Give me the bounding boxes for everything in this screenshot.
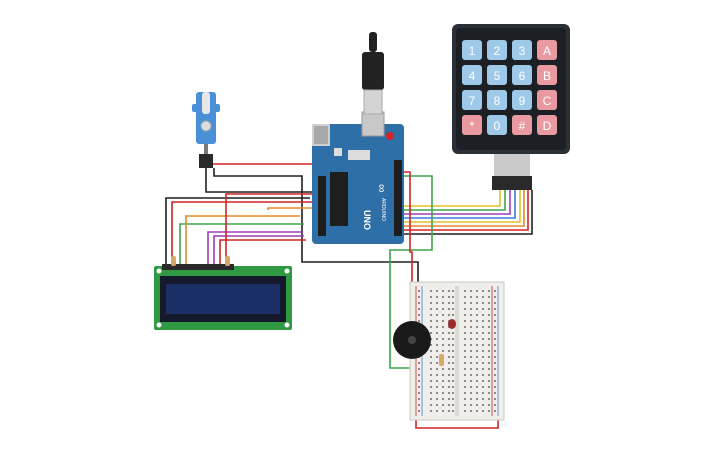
wire-lcd-d5 xyxy=(213,235,304,268)
usb-cable-icon xyxy=(362,32,384,115)
key-4-button[interactable] xyxy=(462,65,482,85)
key-B-button[interactable] xyxy=(537,65,557,85)
wire-keypad-8 xyxy=(400,190,533,235)
key-label: C xyxy=(543,94,552,108)
key-3-button[interactable] xyxy=(512,40,532,60)
key-C-button[interactable] xyxy=(537,90,557,110)
lcd-header-pins xyxy=(162,264,234,270)
arduino-model: UNO xyxy=(362,210,372,230)
key-#-button[interactable] xyxy=(512,115,532,135)
key-D-button[interactable] xyxy=(537,115,557,135)
wire-keypad-5 xyxy=(400,190,521,223)
key-label: 1 xyxy=(469,44,476,58)
wires xyxy=(165,163,533,429)
key-5-button[interactable] xyxy=(487,65,507,85)
wire-lcd-gnd xyxy=(165,197,310,268)
wire-breadboard-green xyxy=(389,175,433,369)
wire-keypad-4 xyxy=(400,190,516,219)
wire-lcd-vcc xyxy=(171,201,312,268)
wire-keypad-1 xyxy=(400,190,501,207)
key-label: 2 xyxy=(494,44,501,58)
key-label: 8 xyxy=(494,94,501,108)
key-label: D xyxy=(543,119,552,133)
key-label: 3 xyxy=(519,44,526,58)
key-label: * xyxy=(470,119,475,133)
lcd-16x2[interactable] xyxy=(154,264,292,330)
arduino-logo: ∞ xyxy=(375,184,389,193)
lcd-screen xyxy=(166,284,280,314)
wire-keypad-7 xyxy=(400,190,529,231)
breadboard-holes xyxy=(418,290,496,412)
wire-keypad-6 xyxy=(400,190,525,227)
lcd-resistor-icon xyxy=(171,256,230,266)
key-label: B xyxy=(543,69,551,83)
key-label: A xyxy=(543,44,551,58)
wire-servo-gnd xyxy=(213,168,419,282)
led-icon[interactable] xyxy=(448,319,456,329)
key-label: # xyxy=(519,119,526,133)
wire-breadboard-red xyxy=(396,171,413,282)
key-9-button[interactable] xyxy=(512,90,532,110)
key-*-button[interactable] xyxy=(462,115,482,135)
key-8-button[interactable] xyxy=(487,90,507,110)
key-label: 5 xyxy=(494,69,501,83)
wire-keypad-2 xyxy=(400,190,506,211)
key-6-button[interactable] xyxy=(512,65,532,85)
wire-lcd-e xyxy=(185,215,300,268)
key-label: 9 xyxy=(519,94,526,108)
wire-lcd-d6 xyxy=(219,239,306,268)
key-2-button[interactable] xyxy=(487,40,507,60)
wire-lcd-rs xyxy=(179,223,304,268)
key-A-button[interactable] xyxy=(537,40,557,60)
key-label: 6 xyxy=(519,69,526,83)
arduino-board[interactable]: ∞ UNO ARDUINO xyxy=(312,111,404,244)
key-label: 7 xyxy=(469,94,476,108)
key-7-button[interactable] xyxy=(462,90,482,110)
wire-servo-signal xyxy=(205,168,316,193)
keypad-keys: 1 2 3 A 4 5 6 B 7 8 9 C * 0 # D xyxy=(462,40,557,135)
key-1-button[interactable] xyxy=(462,40,482,60)
key-label: 0 xyxy=(494,119,501,133)
arduino-brand: ARDUINO xyxy=(380,198,386,221)
key-label: 4 xyxy=(469,69,476,83)
wire-lcd-cont xyxy=(267,207,318,210)
wire-breadboard-bottom-red xyxy=(415,416,499,429)
key-0-button[interactable] xyxy=(487,115,507,135)
wire-lcd-d7 xyxy=(225,193,318,268)
keypad-4x4[interactable]: 1 2 3 A 4 5 6 B 7 8 9 C * 0 # D xyxy=(452,24,570,190)
wire-keypad-3 xyxy=(400,190,511,215)
resistor-icon xyxy=(439,354,444,366)
wire-lcd-d4 xyxy=(207,231,302,268)
servo-motor-icon[interactable] xyxy=(192,92,220,168)
buzzer-icon[interactable] xyxy=(393,321,431,359)
